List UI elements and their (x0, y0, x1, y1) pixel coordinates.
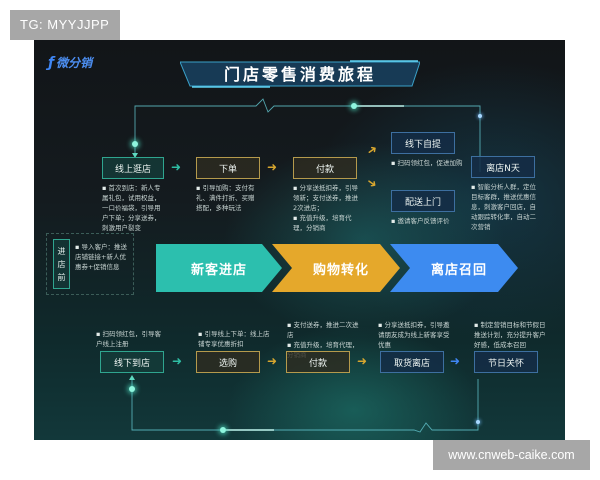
step-label: 配送上门 (404, 197, 441, 208)
step-offline-visit: 线下到店 (100, 351, 164, 373)
arrow-right-icon: ➜ (172, 354, 183, 368)
stage-recall: 离店召回 (390, 244, 518, 292)
connector-node (351, 103, 357, 109)
step-label: 取货离店 (393, 358, 430, 369)
stage-new-customer: 新客进店 (156, 244, 282, 292)
brand-f-icon: ƒ (48, 54, 55, 71)
step-label: 离店N天 (486, 163, 520, 174)
step-select-desc: 引导线上下单：线上店铺专享优惠折扣 (198, 329, 270, 349)
arrow-right-icon: ➜ (267, 354, 278, 368)
step-label: 下单 (218, 164, 237, 175)
step-offline-pickup-desc: 扫码领红包，促进加购 (391, 158, 471, 168)
arrow-right-icon: ➜ (171, 160, 182, 174)
step-label: 节日关怀 (487, 358, 524, 369)
journey-diagram: ƒ 微分销 门店零售消费旅程 线上逛店 首次到店：新人专属礼包，试用权益，一口价… (34, 40, 565, 440)
connector-node (220, 427, 226, 433)
stage-purchase-conversion: 购物转化 (272, 244, 400, 292)
connector-node (476, 420, 480, 424)
step-holiday-care-desc: 制定营销目标和节假日推送计划，充分提升客户好感，低成本召回 (474, 320, 546, 350)
pre-store-label: 进 店 前 (53, 239, 70, 289)
step-pay-bottom: 付款 (286, 351, 350, 373)
step-offline-visit-desc: 扫码领红包，引导客户线上注册 (96, 329, 166, 349)
step-leave-n-days: 离店N天 (471, 156, 535, 178)
arrow-right-icon: ➜ (450, 354, 461, 368)
pre-store-box: 进 店 前 导入客户：推送店铺链接+新人优惠券+促销信息 (46, 233, 134, 295)
step-label: 付款 (308, 358, 327, 369)
step-select: 选购 (196, 351, 260, 373)
connector-lines (129, 98, 481, 433)
step-order: 下单 (196, 157, 260, 179)
watermark-top: TG: MYYJJPP (10, 10, 120, 40)
step-pay-desc: 分享送抵扣券，引导领新；支付送券，推进2次进店； 充值升级，培育代理，分销商 (293, 183, 359, 233)
step-pickup-leave: 取货离店 (380, 351, 444, 373)
step-online-browse-desc: 首次到店：新人专属礼包，试用权益，一口价福袋，引导用户下单；分享送券，刺激用户裂… (102, 183, 166, 233)
step-label: 选购 (218, 358, 237, 369)
step-home-delivery-desc: 邀请客户反馈评价 (391, 216, 471, 226)
step-label: 付款 (315, 164, 334, 175)
title-banner: 门店零售消费旅程 (180, 58, 420, 88)
step-label: 线下自提 (404, 139, 441, 150)
step-leave-n-days-desc: 智能分析人群，定位目标客群，推送优惠信息，刺激客户回店，自动跟踪转化率，自动二次… (471, 182, 537, 232)
connector-node (478, 114, 482, 118)
watermark-bottom: www.cnweb-caike.com (433, 440, 590, 470)
connector-node (129, 386, 135, 392)
brand-logo: ƒ 微分销 (48, 54, 92, 71)
step-label: 线上逛店 (114, 164, 151, 175)
step-order-desc: 引导加购：支付有礼、满件打折、买赠搭配，多种玩法 (196, 183, 260, 213)
arrow-right-icon: ➜ (267, 160, 278, 174)
connector-node (132, 141, 138, 147)
brand-name: 微分销 (56, 56, 93, 70)
pre-store-desc: 导入客户：推送店铺链接+新人优惠券+促销信息 (75, 242, 131, 272)
arrow-right-icon: ➜ (357, 354, 368, 368)
step-online-browse: 线上逛店 (102, 157, 164, 179)
step-home-delivery: 配送上门 (391, 190, 455, 212)
page-title: 门店零售消费旅程 (223, 65, 376, 84)
step-holiday-care: 节日关怀 (474, 351, 538, 373)
step-offline-pickup: 线下自提 (391, 132, 455, 154)
step-label: 线下到店 (113, 358, 150, 369)
step-pay: 付款 (293, 157, 357, 179)
step-pickup-leave-desc: 分享送抵扣券，引导邀请朋友成为线上新客享受优惠 (378, 320, 454, 350)
